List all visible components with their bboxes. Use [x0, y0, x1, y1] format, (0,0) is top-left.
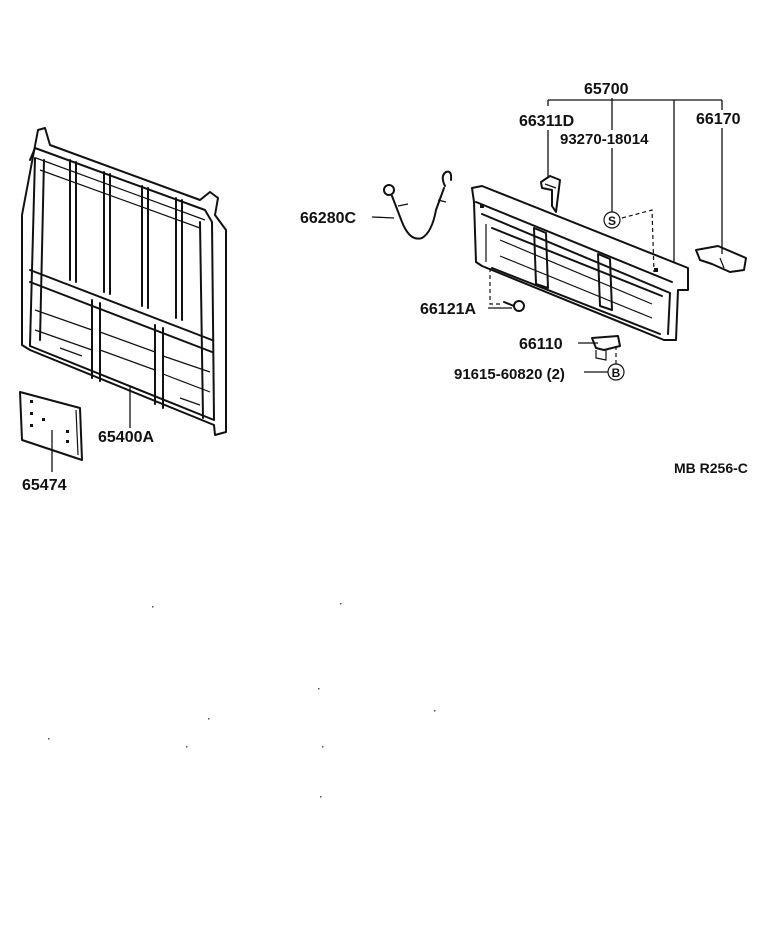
- mounting-plate: [19, 391, 83, 461]
- label-66280c: 66280C: [300, 210, 356, 227]
- bolt-part: [489, 268, 525, 312]
- label-66110: 66110: [519, 336, 563, 353]
- latch-part: [695, 245, 747, 273]
- label-65474: 65474: [22, 477, 67, 494]
- tail-gate: [471, 185, 689, 341]
- scan-specks: [48, 603, 436, 798]
- label-66121a: 66121A: [420, 301, 476, 318]
- b-symbol-text: B: [612, 366, 621, 380]
- s-symbol-text: S: [608, 214, 616, 228]
- hook-part: [540, 175, 561, 213]
- reference-code: MB R256-C: [674, 460, 748, 476]
- part-labels: 65700 66311D 93270-18014 66170 66280C 66…: [22, 81, 748, 494]
- bolt-b-mark: B: [607, 346, 625, 381]
- label-91615-60820: 91615-60820 (2): [454, 366, 565, 383]
- label-66311d: 66311D: [519, 113, 574, 130]
- leader-lines: [51, 98, 723, 472]
- label-65400a: 65400A: [98, 429, 154, 446]
- screw-s-mark: S: [603, 209, 655, 273]
- cab-guard-frame: [21, 127, 227, 436]
- label-65700: 65700: [584, 81, 629, 98]
- support-cable: [383, 170, 453, 240]
- label-66170: 66170: [696, 111, 741, 128]
- bracket-part: [591, 335, 621, 361]
- label-93270-18014: 93270-18014: [560, 131, 649, 148]
